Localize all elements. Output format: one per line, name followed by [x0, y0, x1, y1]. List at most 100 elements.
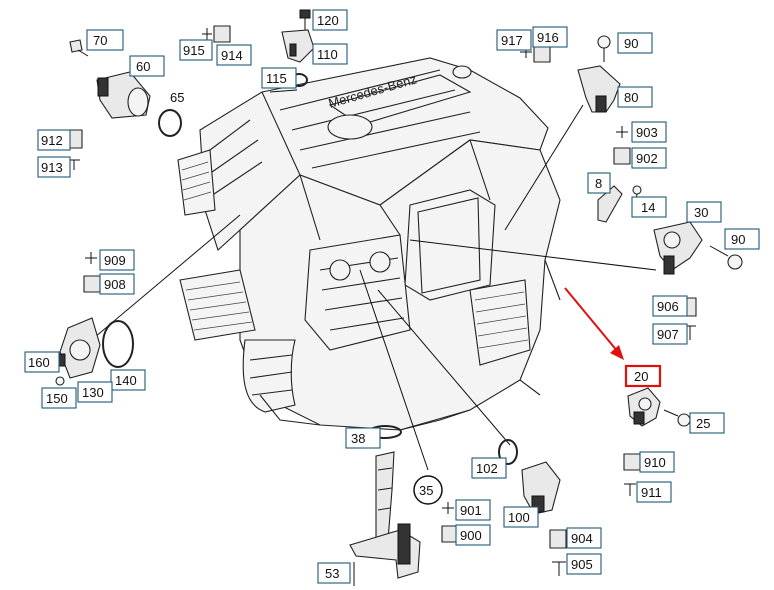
part-915-pin [202, 28, 212, 40]
part-150-screw [55, 376, 65, 386]
svg-text:14: 14 [641, 200, 655, 215]
svg-text:916: 916 [537, 30, 559, 45]
part-905-pin [552, 561, 566, 576]
label-70: 70 [86, 29, 124, 51]
label-917: 917 [496, 29, 532, 51]
part-20-sensor [627, 387, 661, 427]
label-35: 35 [413, 475, 443, 505]
label-914: 914 [216, 44, 252, 66]
part-102-ring [498, 439, 518, 465]
svg-text:910: 910 [644, 455, 666, 470]
part-65-oring [158, 109, 182, 137]
part-914-connector [213, 25, 231, 43]
svg-text:900: 900 [460, 528, 482, 543]
svg-text:907: 907 [657, 327, 679, 342]
svg-text:908: 908 [104, 277, 126, 292]
part-904-connector [549, 529, 567, 549]
label-115: 115 [261, 67, 297, 89]
part-60-sensor [96, 71, 151, 119]
svg-text:65: 65 [170, 90, 184, 105]
svg-text:38: 38 [351, 431, 365, 446]
part-90-screw-right [709, 245, 743, 270]
label-102: 102 [471, 457, 507, 479]
label-80: 80 [617, 86, 653, 108]
part-902-connector [613, 147, 631, 165]
label-130: 130 [77, 381, 113, 403]
part-70-bolt [69, 39, 89, 57]
part-910-connector [623, 453, 641, 471]
svg-text:102: 102 [476, 461, 498, 476]
label-30: 30 [686, 201, 722, 223]
svg-text:906: 906 [657, 299, 679, 314]
label-110: 110 [312, 43, 348, 65]
svg-text:100: 100 [508, 510, 530, 525]
engine-illustration: Mercedes-Benz [177, 57, 561, 431]
label-90-top: 90 [617, 32, 653, 54]
label-900: 900 [455, 524, 491, 546]
svg-text:140: 140 [115, 373, 137, 388]
svg-text:903: 903 [636, 125, 658, 140]
label-902: 902 [631, 147, 667, 169]
svg-text:90: 90 [624, 36, 638, 51]
part-903-pin [616, 126, 628, 138]
label-905: 905 [566, 553, 602, 575]
svg-text:150: 150 [46, 391, 68, 406]
part-35-tube [349, 451, 421, 579]
label-60: 60 [129, 55, 165, 77]
label-910: 910 [639, 451, 675, 473]
label-65: 65 [170, 90, 184, 105]
svg-text:20: 20 [634, 369, 648, 384]
label-911: 911 [636, 481, 672, 503]
part-120-screw [299, 9, 311, 30]
svg-text:160: 160 [28, 355, 50, 370]
label-38: 38 [345, 427, 381, 449]
label-907: 907 [652, 323, 688, 345]
part-140-ring [102, 320, 134, 368]
label-906: 906 [652, 295, 688, 317]
part-911-pin [624, 483, 636, 496]
svg-text:110: 110 [317, 47, 338, 62]
svg-text:53: 53 [325, 566, 339, 581]
label-20: 20 [624, 364, 662, 388]
svg-text:115: 115 [266, 71, 287, 86]
part-30-sensor [653, 221, 703, 275]
label-915: 915 [179, 39, 213, 61]
svg-text:905: 905 [571, 557, 593, 572]
label-140: 140 [110, 369, 146, 391]
part-25-bolt [663, 409, 691, 427]
part-90-screw-top [597, 35, 611, 62]
svg-text:60: 60 [136, 59, 150, 74]
svg-text:902: 902 [636, 151, 658, 166]
svg-text:80: 80 [624, 90, 638, 105]
label-908: 908 [99, 273, 135, 295]
highlight-arrow [564, 287, 624, 360]
svg-text:120: 120 [317, 13, 339, 28]
part-908-connector [83, 275, 101, 293]
svg-text:904: 904 [571, 531, 593, 546]
label-53: 53 [317, 562, 351, 584]
svg-text:70: 70 [93, 33, 107, 48]
label-904: 904 [566, 527, 602, 549]
part-110-sensor [281, 29, 315, 63]
svg-text:35: 35 [419, 483, 433, 498]
svg-text:130: 130 [82, 385, 104, 400]
label-909: 909 [99, 249, 135, 271]
svg-text:25: 25 [696, 416, 710, 431]
part-901-pin [442, 502, 454, 514]
part-130-adjuster [59, 317, 101, 379]
svg-text:917: 917 [501, 33, 523, 48]
svg-text:901: 901 [460, 503, 482, 518]
label-14: 14 [631, 196, 667, 218]
svg-text:914: 914 [221, 48, 243, 63]
svg-text:909: 909 [104, 253, 126, 268]
label-150: 150 [41, 387, 77, 409]
svg-text:915: 915 [183, 43, 205, 58]
svg-text:8: 8 [595, 176, 602, 191]
label-8: 8 [587, 172, 611, 194]
label-912: 912 [37, 129, 71, 151]
label-160: 160 [24, 351, 60, 373]
label-120: 120 [312, 9, 348, 31]
part-100-sensor [521, 461, 561, 515]
part-8-sensor [597, 185, 623, 223]
